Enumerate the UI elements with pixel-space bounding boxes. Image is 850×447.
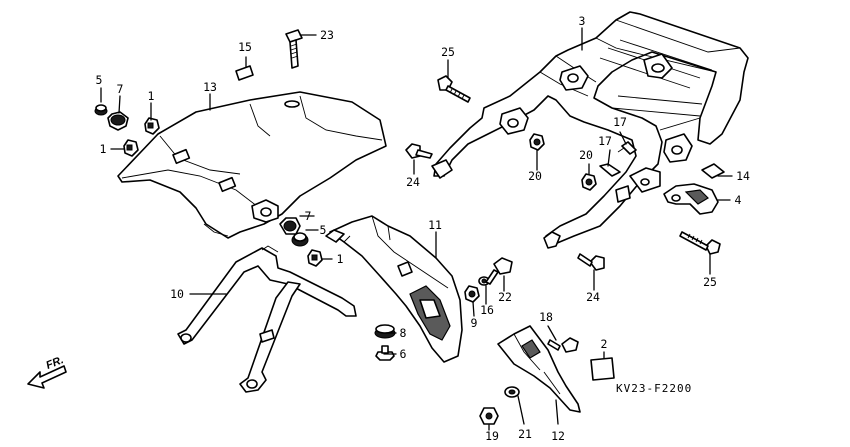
carrier-frame-part-3 bbox=[431, 11, 749, 249]
bolt-part-23 bbox=[285, 29, 303, 69]
callout-24-left: 24 bbox=[406, 175, 420, 189]
diagram-code: KV23-F2200 bbox=[616, 382, 693, 395]
callout-25-top: 25 bbox=[441, 45, 455, 59]
collar-part-5-mid bbox=[291, 232, 309, 247]
callout-17-lower: 17 bbox=[598, 134, 612, 148]
nut-part-1-top bbox=[144, 117, 160, 135]
callout-1-top: 1 bbox=[147, 89, 155, 103]
leader-lines bbox=[100, 27, 733, 431]
callout-22: 22 bbox=[498, 290, 512, 304]
bolt-part-17-lower bbox=[599, 163, 621, 177]
plate-part-14 bbox=[701, 163, 725, 179]
bracket-part-4 bbox=[663, 183, 719, 215]
nut-part-1-mid bbox=[307, 249, 323, 267]
front-direction-arrow-icon bbox=[27, 365, 67, 389]
collar-part-5-top bbox=[94, 104, 108, 116]
nut-part-20-left bbox=[529, 133, 545, 151]
callout-14: 14 bbox=[736, 169, 750, 183]
callout-17-upper: 17 bbox=[613, 115, 627, 129]
bolt-part-25-right bbox=[679, 231, 721, 255]
fender-stay-part-10 bbox=[177, 245, 357, 393]
nut-part-1-left bbox=[123, 139, 139, 157]
nut-part-19 bbox=[479, 407, 499, 425]
callout-7-mid: 7 bbox=[304, 209, 312, 223]
rear-fender-part-13 bbox=[117, 91, 387, 239]
callout-18: 18 bbox=[539, 310, 553, 324]
collar-part-6 bbox=[375, 345, 395, 361]
grommet-part-7-top bbox=[107, 111, 129, 131]
callout-8: 8 bbox=[399, 326, 407, 340]
cushion-part-8 bbox=[374, 324, 396, 339]
license-bracket-part-11 bbox=[325, 215, 463, 363]
callout-10: 10 bbox=[170, 287, 184, 301]
callout-5-top: 5 bbox=[95, 73, 103, 87]
nut-part-20-right bbox=[581, 173, 597, 191]
bolt-part-24-left bbox=[405, 143, 433, 159]
callout-20-right: 20 bbox=[579, 148, 593, 162]
callout-7-top: 7 bbox=[116, 82, 124, 96]
reflector-part-2 bbox=[590, 357, 615, 381]
grommet-part-7-mid bbox=[279, 217, 301, 235]
callout-9: 9 bbox=[470, 316, 478, 330]
callout-25-right: 25 bbox=[703, 275, 717, 289]
callout-12: 12 bbox=[551, 429, 565, 443]
bolt-part-24-right bbox=[577, 253, 605, 271]
callout-4: 4 bbox=[734, 193, 742, 207]
callout-21: 21 bbox=[518, 427, 532, 441]
callout-23: 23 bbox=[320, 28, 334, 42]
callout-5-mid: 5 bbox=[319, 223, 327, 237]
callout-16: 16 bbox=[480, 303, 494, 317]
screw-part-18 bbox=[547, 337, 579, 353]
callout-2: 2 bbox=[600, 337, 608, 351]
nut-part-9 bbox=[464, 285, 480, 303]
reflector-bracket-part-12 bbox=[497, 325, 581, 413]
callout-6: 6 bbox=[399, 347, 407, 361]
callout-15: 15 bbox=[238, 40, 252, 54]
bolt-part-22 bbox=[485, 257, 513, 285]
washer-part-21 bbox=[504, 386, 520, 398]
callout-11: 11 bbox=[428, 218, 442, 232]
callout-20-left: 20 bbox=[528, 169, 542, 183]
plate-part-15 bbox=[235, 65, 254, 81]
callout-24-right: 24 bbox=[586, 290, 600, 304]
callout-19: 19 bbox=[485, 429, 499, 443]
bolt-part-25-top bbox=[437, 75, 471, 103]
callout-1-left: 1 bbox=[99, 142, 107, 156]
callout-3: 3 bbox=[578, 14, 586, 28]
callout-13: 13 bbox=[203, 80, 217, 94]
callout-1-mid: 1 bbox=[336, 252, 344, 266]
